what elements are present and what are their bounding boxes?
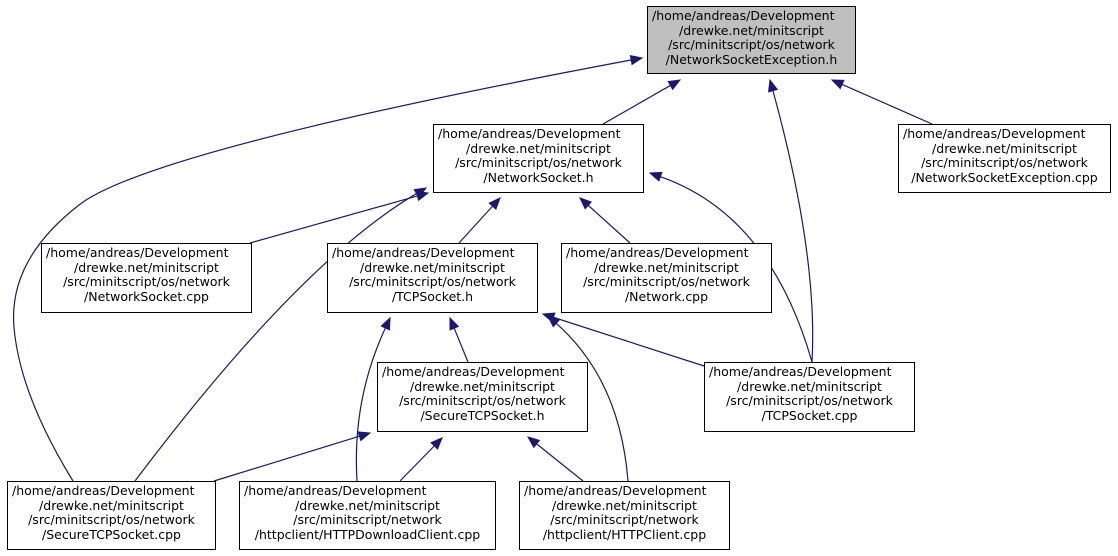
edge-arrowhead (547, 315, 561, 328)
edge-arrowhead (413, 187, 428, 199)
edge-arrowhead (526, 436, 541, 449)
edge-arrowhead (667, 79, 682, 91)
edge-arrowhead (380, 316, 391, 331)
edge-n4-n1 (458, 205, 494, 244)
node-path-line: /drewke.net/minitscript (679, 22, 824, 38)
node-path-line: /drewke.net/minitscript (39, 497, 184, 513)
edge-arrowhead (629, 54, 644, 66)
node-path-line: /src/minitscript/os/network (455, 155, 622, 171)
node-path-line: /home/andreas/Development (382, 364, 565, 379)
node-path-line: /src/minitscript/os/network (726, 393, 893, 409)
edge-n7-n1 (660, 176, 813, 363)
node-path-line: /src/minitscript/network (293, 512, 442, 528)
node-tcpsocket-cpp[interactable]: /home/andreas/Development /drewke.net/mi… (704, 362, 915, 432)
node-path-line: /drewke.net/minitscript (360, 259, 505, 275)
edge-arrowhead (767, 78, 779, 93)
node-path-line: /TCPSocket.h (391, 288, 474, 304)
node-path-line: /Network.cpp (624, 288, 709, 304)
node-path-line: /httpclient/HTTPClient.cpp (542, 526, 707, 542)
edge-arrowhead (579, 197, 593, 210)
node-path-line: /home/andreas/Development (903, 126, 1086, 141)
edge-n5-n1 (587, 204, 631, 244)
edge-n8-n6 (213, 435, 360, 482)
node-path-line: /home/andreas/Development (566, 245, 749, 260)
edge-arrowhead (449, 316, 460, 331)
node-path-line: /httpclient/HTTPDownloadClient.cpp (254, 526, 481, 542)
edge-arrowhead (357, 431, 372, 442)
node-path-line: /drewke.net/minitscript (74, 259, 219, 275)
node-path-line: /NetworkSocketException.h (665, 51, 838, 67)
node-path-line: /drewke.net/minitscript (552, 497, 697, 513)
node-path-line: /src/minitscript/os/network (399, 393, 566, 409)
node-path-line: /drewke.net/minitscript (295, 497, 440, 513)
node-path-line: /home/andreas/Development (652, 8, 835, 23)
node-path-line: /src/minitscript/os/network (349, 274, 516, 290)
node-securetcpsocket-cpp[interactable]: /home/andreas/Development /drewke.net/mi… (7, 481, 216, 550)
node-networksocketexception-h[interactable]: /home/andreas/Development /drewke.net/mi… (647, 6, 856, 74)
node-path-line: /home/andreas/Development (12, 483, 195, 498)
edge-n2-n0 (841, 83, 933, 125)
edge-n6-n4 (453, 327, 469, 363)
edge-n7-n4 (553, 316, 705, 367)
edge-n8-n0 (12, 59, 632, 482)
node-path-line: /src/minitscript/os/network (63, 274, 230, 290)
node-path-line: /home/andreas/Development (46, 245, 229, 260)
node-path-line: /src/minitscript/os/network (28, 512, 195, 528)
edge-n10-n4 (555, 322, 629, 482)
node-networksocketexception-cpp[interactable]: /home/andreas/Development /drewke.net/mi… (898, 124, 1111, 193)
node-path-line: /src/minitscript/os/network (668, 37, 835, 53)
node-tcpsocket-h[interactable]: /home/andreas/Development /drewke.net/mi… (327, 243, 538, 313)
edge-n10-n6 (536, 443, 584, 482)
node-path-line: /NetworkSocketException.cpp (911, 169, 1098, 185)
edge-n3-n1 (249, 195, 418, 244)
edge-n8-n1 (134, 193, 417, 482)
node-networksocket-h[interactable]: /home/andreas/Development /drewke.net/mi… (433, 124, 644, 193)
node-path-line: /drewke.net/minitscript (466, 140, 611, 156)
edge-arrowhead (488, 197, 501, 211)
node-path-line: /TCPSocket.cpp (761, 407, 858, 423)
edge-n9-n6 (399, 445, 435, 482)
edge-arrowhead (430, 437, 443, 450)
edge-n9-n4 (355, 327, 386, 482)
node-path-line: /NetworkSocket.h (483, 169, 594, 185)
node-path-line: /home/andreas/Development (709, 364, 892, 379)
node-path-line: /src/minitscript/os/network (921, 155, 1088, 171)
node-path-line: /drewke.net/minitscript (594, 259, 739, 275)
node-path-line: /src/minitscript/os/network (583, 274, 750, 290)
node-httpclient-cpp[interactable]: /home/andreas/Development /drewke.net/mi… (519, 481, 730, 550)
node-path-line: /drewke.net/minitscript (410, 378, 555, 394)
node-path-line: /drewke.net/minitscript (932, 140, 1077, 156)
node-network-cpp[interactable]: /home/andreas/Development /drewke.net/mi… (561, 243, 772, 313)
edge-arrowhead (648, 171, 663, 182)
node-path-line: /home/andreas/Development (524, 483, 707, 498)
edge-arrowhead (830, 79, 845, 90)
node-path-line: /SecureTCPSocket.cpp (42, 526, 181, 542)
node-path-line: /home/andreas/Development (332, 245, 515, 260)
node-path-line: /home/andreas/Development (244, 483, 427, 498)
node-securetcpsocket-h[interactable]: /home/andreas/Development /drewke.net/mi… (377, 362, 588, 432)
node-path-line: /NetworkSocket.cpp (84, 288, 209, 304)
node-path-line: /SecureTCPSocket.h (420, 407, 545, 423)
node-networksocket-cpp[interactable]: /home/andreas/Development /drewke.net/mi… (41, 243, 252, 313)
node-path-line: /drewke.net/minitscript (737, 378, 882, 394)
node-httpdownloadclient-cpp[interactable]: /home/andreas/Development /drewke.net/mi… (239, 481, 496, 550)
node-path-line: /src/minitscript/network (550, 512, 699, 528)
node-path-line: /home/andreas/Development (438, 126, 621, 141)
edge-n7-n0 (772, 90, 814, 363)
edge-n1-n0 (602, 84, 671, 125)
